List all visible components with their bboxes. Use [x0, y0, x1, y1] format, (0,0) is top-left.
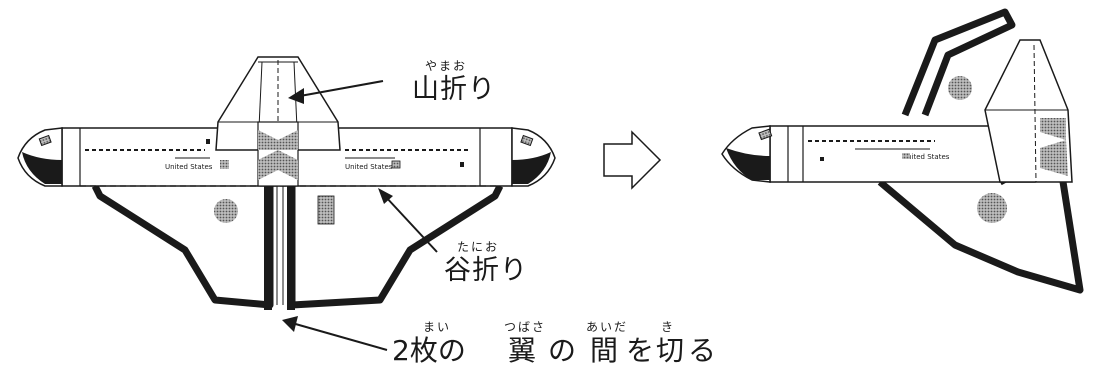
- cut-text-part6: 切: [656, 334, 685, 367]
- center-strip-right: [287, 186, 295, 310]
- cut-text-part4: 間: [590, 334, 619, 367]
- cut-text-part7: る: [688, 334, 717, 367]
- cut-ruby-aida: あいだ: [586, 320, 629, 334]
- leader-lines: [282, 80, 438, 351]
- right-arrow-icon: [603, 130, 662, 190]
- left-wing-outline: [91, 184, 274, 309]
- upper-wing: [901, 8, 1016, 117]
- valley-fold-ruby: たにお: [457, 240, 500, 254]
- cut-ruby-mai: まい: [423, 320, 452, 334]
- cut-text-part5: を: [626, 334, 655, 367]
- mountain-fold-label: 山折り: [412, 74, 496, 105]
- cut-text-part1: 2枚の: [392, 334, 466, 367]
- cut-text-part3: の: [548, 334, 577, 367]
- right-wing-panel: [317, 195, 335, 225]
- assembled-shuttle: United States: [721, 8, 1084, 294]
- left-wing-roundel: [214, 199, 238, 223]
- cut-text-part2: 翼: [508, 334, 537, 367]
- assembled-insignia-text: United States: [902, 153, 950, 161]
- cut-ruby-tsubasa: つばさ: [504, 320, 547, 334]
- mountain-fold-ruby: やまお: [425, 59, 468, 73]
- right-wing-insignia-text: United States: [345, 163, 393, 171]
- center-strip-left: [264, 186, 272, 310]
- unfolded-template: United States United States: [17, 56, 556, 310]
- cut-ruby-ki: き: [661, 320, 676, 334]
- left-wing-insignia-text: United States: [165, 163, 213, 171]
- valley-fold-label: 谷折り: [444, 255, 528, 286]
